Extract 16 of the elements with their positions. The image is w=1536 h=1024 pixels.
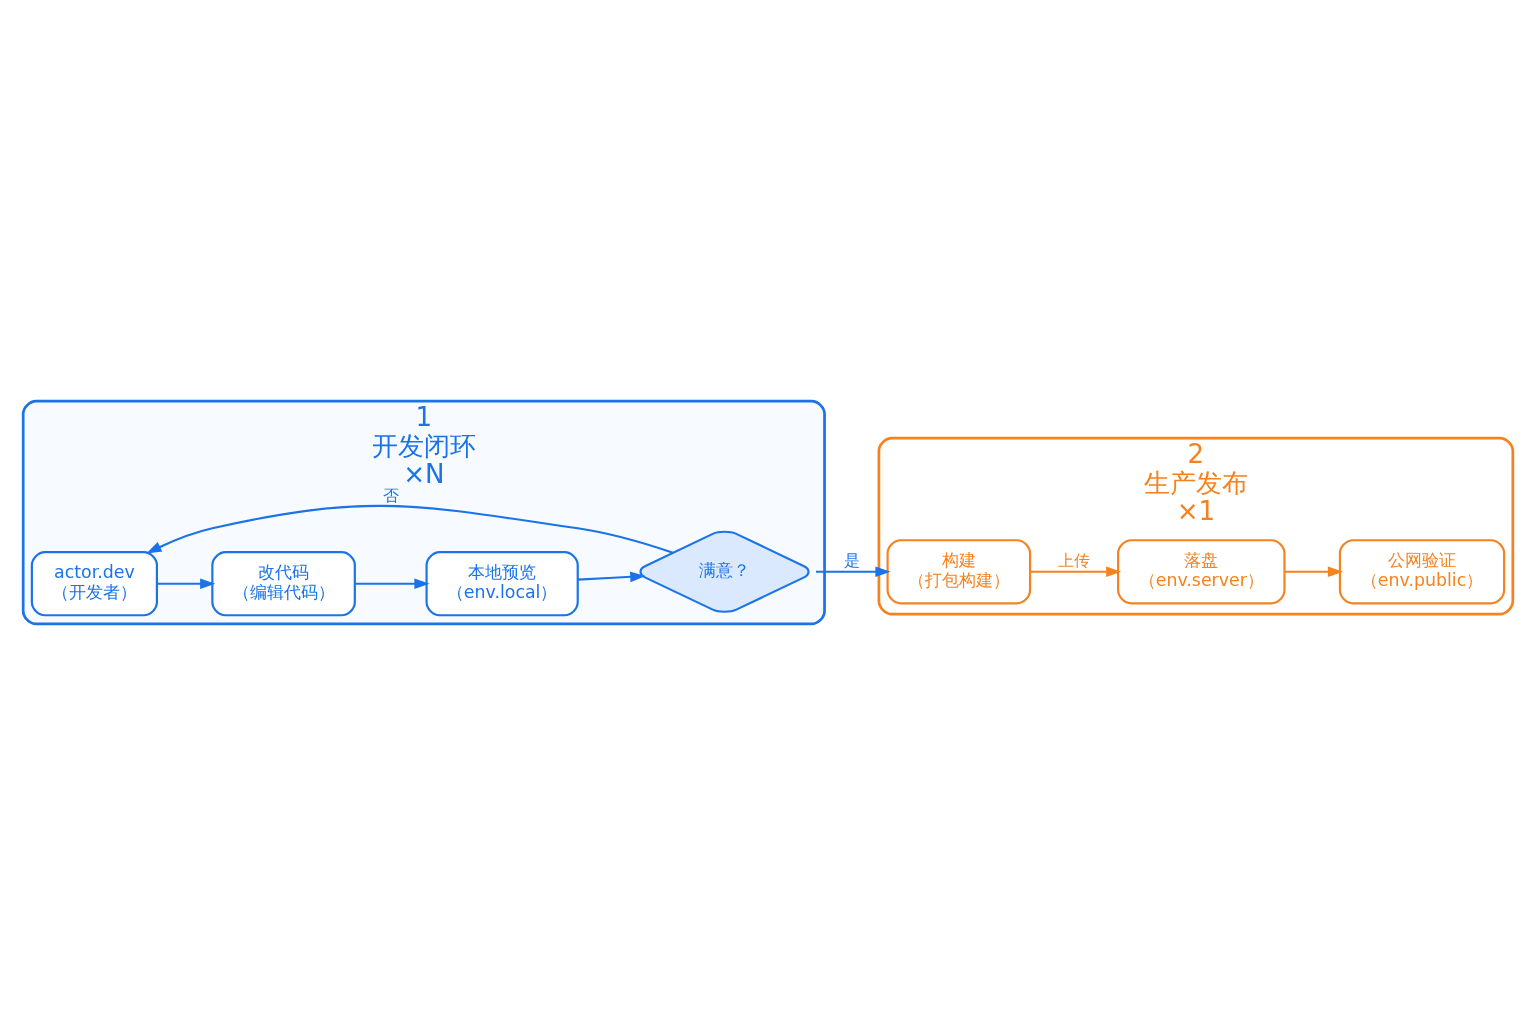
node-box: 本地预览 （env.local） [425, 550, 579, 616]
edge-label: 是 [843, 550, 860, 570]
arrow [816, 565, 891, 577]
edge-label: 上传 [1058, 550, 1091, 570]
arrow [1284, 565, 1344, 577]
node-box: actor.dev （开发者） [30, 550, 158, 616]
edge-label: 否 [382, 485, 399, 505]
node-box: 改代码 （编辑代码） [211, 550, 356, 616]
node-box: 公网验证 （env.public） [1338, 538, 1506, 604]
node-box: 构建 （打包构建） [886, 538, 1032, 604]
arrow [1030, 565, 1122, 577]
arrow [354, 577, 430, 589]
node-box: 落盘 （env.server） [1117, 538, 1286, 604]
arrow [146, 504, 674, 554]
arrow [577, 571, 646, 582]
arrow [157, 577, 216, 589]
